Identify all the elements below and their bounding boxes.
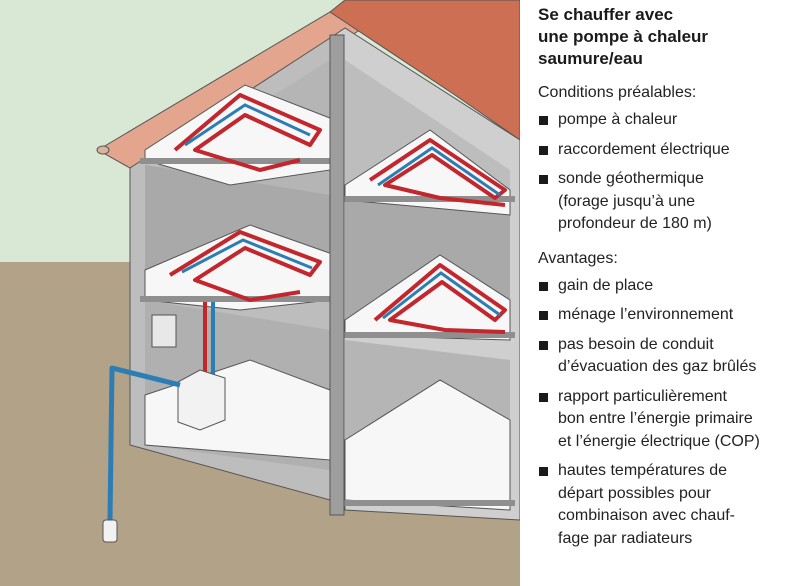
title-line: saumure/eau: [538, 49, 643, 68]
list-item-line: départ possibles pour: [558, 484, 711, 502]
bullet-square-icon: [539, 467, 548, 476]
list-item-line: pas besoin de conduit: [558, 335, 714, 353]
list-item-line: pompe à chaleur: [558, 111, 678, 128]
bullet-square-icon: [539, 281, 548, 291]
list-item-line: gain de place: [558, 276, 654, 294]
list-item-line: raccordement électrique: [558, 140, 730, 158]
list-item-line: et l’énergie électrique (COP): [558, 432, 760, 450]
list-item: ménage l’environnement: [538, 304, 800, 327]
list-item-line: ménage l’environnement: [558, 306, 734, 323]
conditions-heading: Conditions préalables:: [538, 84, 697, 101]
advantages-list: gain de place ménage l’environnement pas…: [538, 275, 800, 551]
list-item-line: combinaison avec chauf-: [558, 507, 735, 524]
floor-lower-right: [344, 379, 511, 511]
central-wall: [329, 34, 345, 516]
ground-probe-tip: [102, 519, 118, 543]
list-item-line: fage par radiateurs: [558, 529, 693, 547]
roof-beam-end: [96, 145, 110, 155]
list-item: raccordement électrique: [538, 139, 800, 162]
page-title: Se chauffer avec une pompe à chaleur sau…: [538, 4, 800, 70]
house-heat-pump-illustration: [0, 0, 520, 586]
roof-right: [329, 0, 520, 141]
heating-loop-middle-right-return: [382, 271, 501, 320]
list-item: pompe à chaleur: [538, 109, 800, 132]
heat-pump-unit: [177, 369, 226, 431]
title-line: Se chauffer avec: [538, 5, 674, 24]
bullet-square-icon: [539, 145, 548, 155]
ground-probe-pipe: [107, 365, 181, 521]
heating-loop-upper-right: [368, 138, 507, 207]
list-item: hautes températures de départ possibles …: [538, 460, 800, 550]
advantages-heading: Avantages:: [538, 249, 618, 267]
slab-edge-5: [340, 500, 515, 506]
list-item-line: hautes températures de: [558, 462, 727, 479]
heating-loop-attic-left-return: [184, 103, 311, 147]
list-item-line: profondeur de 180 m): [558, 215, 712, 232]
title-line: une pompe à chaleur: [538, 27, 709, 46]
list-item-line: d’évacuation des gaz brûlés: [558, 358, 757, 375]
list-item-line: rapport particulièrement: [558, 387, 727, 405]
list-item: rapport particulièrement bon entre l’éne…: [538, 386, 800, 454]
text-panel: Se chauffer avec une pompe à chaleur sau…: [538, 4, 800, 562]
slab-edge-2: [140, 296, 330, 302]
list-item-line: (forage jusqu’à une: [558, 192, 695, 210]
conditions-list: pompe à chaleur raccordement électrique …: [538, 109, 800, 236]
bullet-square-icon: [539, 340, 548, 350]
bullet-square-icon: [539, 175, 548, 184]
list-item: gain de place: [538, 275, 800, 298]
heating-loop-upper-right-return: [377, 146, 501, 197]
bullet-square-icon: [539, 311, 548, 320]
list-item-line: sonde géothermique: [558, 170, 704, 187]
heating-loop-upper-left-return: [181, 238, 313, 274]
list-item: pas besoin de conduit d’évacuation des g…: [538, 334, 800, 379]
list-item: sonde géothermique (forage jusqu’à une p…: [538, 168, 800, 236]
bullet-square-icon: [539, 116, 548, 125]
slab-edge-3: [340, 196, 515, 202]
heating-loop-middle-right: [373, 263, 507, 334]
list-item-line: bon entre l’énergie primaire: [558, 410, 753, 427]
heating-loop-upper-left: [168, 230, 322, 302]
window: [151, 314, 177, 348]
bullet-square-icon: [539, 392, 548, 402]
heating-loop-attic-left: [173, 93, 322, 172]
slab-edge-4: [340, 332, 515, 338]
